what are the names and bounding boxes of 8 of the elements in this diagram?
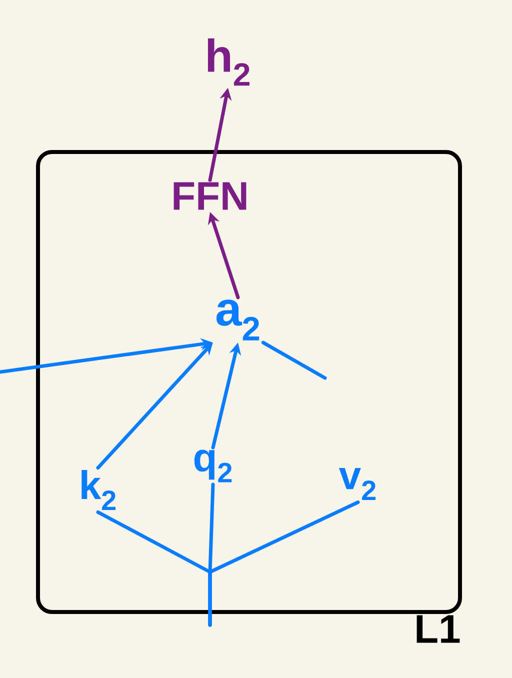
- layer-label: L1: [416, 615, 460, 643]
- variable-label: q$_{2}$: [194, 450, 232, 482]
- variable-label: k$_{2}$: [82, 470, 116, 510]
- layer-box: [36, 150, 462, 614]
- variable-label: h$_{2}$: [208, 38, 250, 86]
- variable-label: v$_{2}$: [339, 468, 376, 500]
- variable-label: a$_{2}$: [216, 300, 260, 340]
- variable-label: FFN: [174, 182, 246, 210]
